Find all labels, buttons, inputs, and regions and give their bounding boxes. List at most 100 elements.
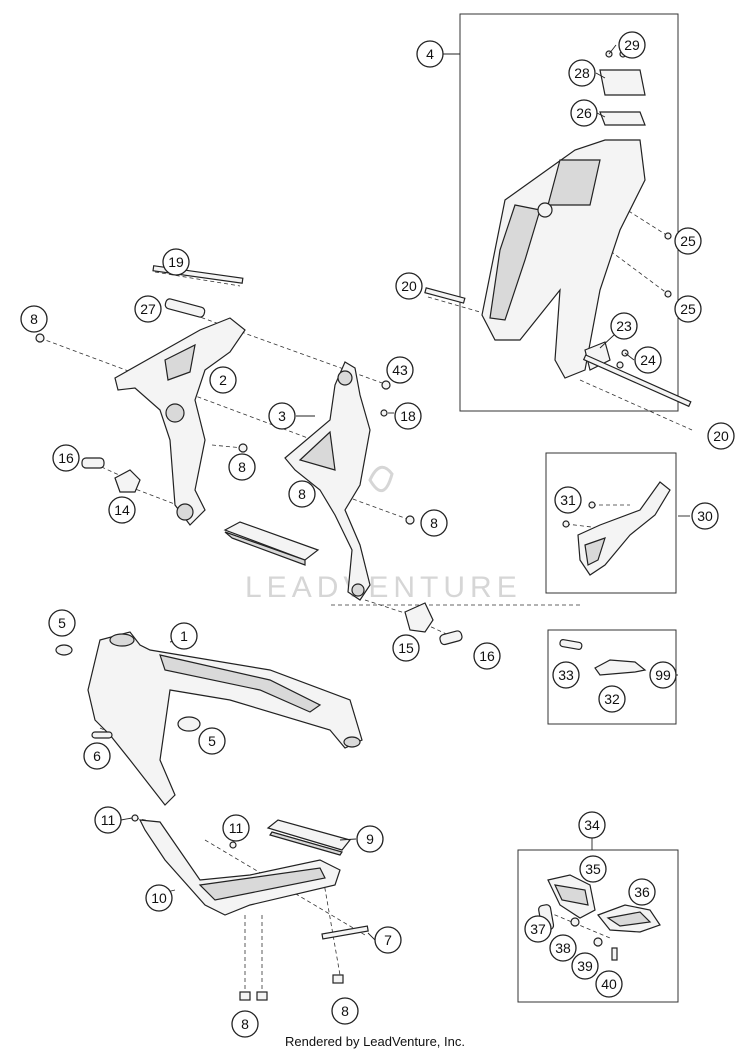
callout-4: 4	[416, 40, 444, 68]
svg-text:10: 10	[151, 890, 167, 906]
watermark-text: LEADVENTURE	[245, 571, 522, 604]
callout-34: 34	[578, 811, 606, 839]
callout-31: 31	[554, 486, 582, 514]
svg-text:25: 25	[680, 233, 696, 249]
grommet-5-frame	[177, 716, 201, 732]
side-stand-group-box	[545, 452, 677, 594]
svg-text:25: 25	[680, 301, 696, 317]
subframe-group-box	[459, 13, 679, 412]
callout-37: 37	[524, 915, 552, 943]
callout-11-mid: 11	[222, 814, 250, 842]
svg-text:29: 29	[624, 37, 640, 53]
footer-credit: Rendered by LeadVenture, Inc.	[285, 1034, 465, 1049]
rear-subframe	[424, 50, 692, 408]
callout-20-lower: 20	[707, 422, 735, 450]
callout-99: 99	[649, 661, 677, 689]
grommet-5-loose	[55, 644, 73, 656]
svg-text:28: 28	[574, 65, 590, 81]
svg-text:20: 20	[401, 278, 417, 294]
svg-text:38: 38	[555, 940, 571, 956]
svg-text:8: 8	[341, 1003, 349, 1019]
bushings-16-right	[439, 630, 463, 646]
callout-38: 38	[549, 934, 577, 962]
svg-text:5: 5	[208, 733, 216, 749]
callout-27: 27	[134, 295, 162, 323]
callout-15: 15	[392, 634, 420, 662]
svg-text:20: 20	[713, 428, 729, 444]
main-frame	[55, 631, 363, 806]
callout-8-left-top: 8	[20, 305, 48, 333]
frame-protector-10	[131, 814, 341, 916]
svg-text:37: 37	[530, 921, 546, 937]
svg-text:34: 34	[584, 817, 600, 833]
callout-29: 29	[618, 31, 646, 59]
callout-6: 6	[83, 742, 111, 770]
svg-text:35: 35	[585, 861, 601, 877]
svg-text:40: 40	[601, 976, 617, 992]
svg-text:24: 24	[640, 352, 656, 368]
callout-26: 26	[570, 99, 598, 127]
svg-text:23: 23	[616, 318, 632, 334]
callout-35: 35	[579, 855, 607, 883]
callout-32: 32	[598, 685, 626, 713]
svg-text:31: 31	[560, 492, 576, 508]
svg-text:7: 7	[384, 932, 392, 948]
svg-text:99: 99	[655, 667, 671, 683]
callout-5-loose: 5	[48, 609, 76, 637]
callout-10: 10	[145, 884, 173, 912]
callout-23: 23	[610, 312, 638, 340]
callout-16-left: 16	[52, 444, 80, 472]
callout-2: 2	[209, 366, 237, 394]
callout-24: 24	[634, 346, 662, 374]
svg-text:26: 26	[576, 105, 592, 121]
svg-text:14: 14	[114, 502, 130, 518]
callout-8-mid: 8	[228, 453, 256, 481]
callout-14: 14	[108, 496, 136, 524]
callout-25-upper: 25	[674, 227, 702, 255]
callout-39: 39	[571, 952, 599, 980]
callout-33: 33	[552, 661, 580, 689]
callout-20-upper: 20	[395, 272, 423, 300]
callout-25-lower: 25	[674, 295, 702, 323]
callout-43: 43	[386, 356, 414, 384]
footrest-group-box	[517, 849, 679, 1003]
svg-text:36: 36	[634, 884, 650, 900]
callout-18: 18	[394, 402, 422, 430]
callout-8-bottom-right: 8	[331, 997, 359, 1025]
right-frame-side	[284, 361, 415, 601]
svg-text:15: 15	[398, 640, 414, 656]
svg-text:43: 43	[392, 362, 408, 378]
callout-16-right: 16	[473, 642, 501, 670]
svg-text:32: 32	[604, 691, 620, 707]
callout-28: 28	[568, 59, 596, 87]
bracket-26	[599, 111, 646, 126]
svg-text:8: 8	[298, 486, 306, 502]
watermark-logo: LEADVENTURE	[245, 465, 522, 604]
svg-text:33: 33	[558, 667, 574, 683]
svg-text:39: 39	[577, 958, 593, 974]
svg-text:18: 18	[400, 408, 416, 424]
callout-40: 40	[595, 970, 623, 998]
svg-text:16: 16	[58, 450, 74, 466]
callout-30: 30	[691, 502, 719, 530]
callout-11-left: 11	[94, 806, 122, 834]
screws-7-8	[239, 925, 369, 1001]
side-stand-30	[562, 481, 671, 576]
callout-8-bottom-left: 8	[231, 1010, 259, 1038]
callout-5-frame: 5	[198, 727, 226, 755]
svg-text:6: 6	[93, 748, 101, 764]
svg-text:2: 2	[219, 372, 227, 388]
callout-8-right-a: 8	[288, 480, 316, 508]
svg-text:16: 16	[479, 648, 495, 664]
svg-text:11: 11	[101, 812, 116, 828]
callout-19: 19	[162, 248, 190, 276]
svg-text:8: 8	[30, 311, 38, 327]
svg-text:9: 9	[366, 831, 374, 847]
callout-1: 1	[170, 622, 198, 650]
bracket-15	[404, 602, 434, 633]
callout-8-right-b: 8	[420, 509, 448, 537]
svg-text:8: 8	[241, 1016, 249, 1032]
callout-9: 9	[356, 825, 384, 853]
svg-text:3: 3	[278, 408, 286, 424]
